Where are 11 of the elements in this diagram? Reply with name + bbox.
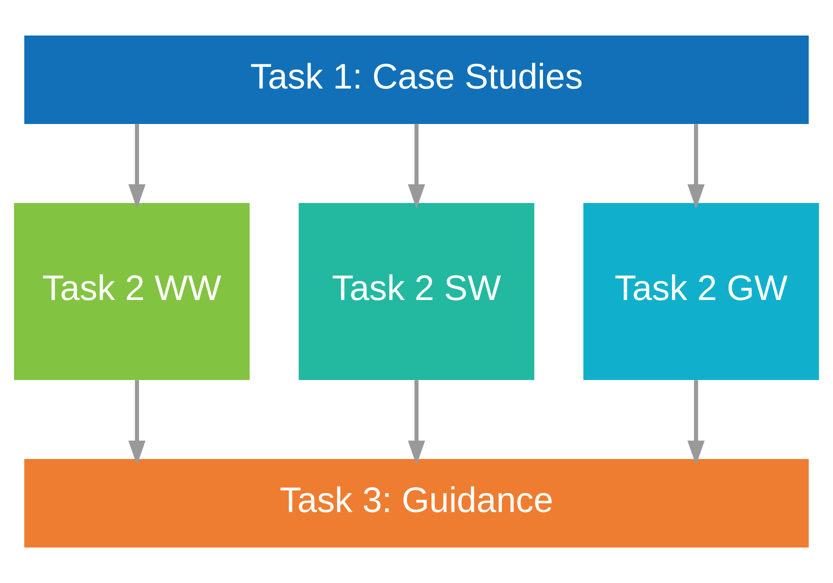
arrow — [687, 124, 705, 209]
arrow — [128, 124, 146, 209]
arrow — [128, 380, 146, 466]
arrow — [408, 124, 426, 209]
node-box: Task 2 GW — [583, 202, 819, 380]
node-box: Task 2 SW — [298, 202, 534, 380]
node-box: Task 1: Case Studies — [24, 35, 809, 124]
arrow — [687, 380, 705, 466]
node-box: Task 3: Guidance — [24, 459, 809, 548]
arrow — [408, 380, 426, 466]
node-box: Task 2 WW — [14, 202, 250, 380]
